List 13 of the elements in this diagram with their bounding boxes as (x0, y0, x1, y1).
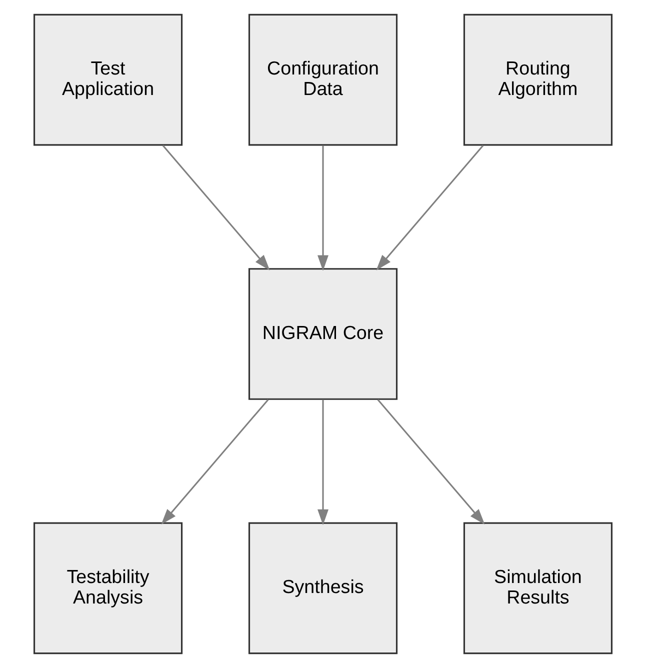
node-box: Configuration Data (248, 14, 398, 146)
node-box: Synthesis (248, 522, 398, 654)
arrow (376, 144, 484, 270)
node-box: Testability Analysis (34, 522, 183, 654)
node-box: Simulation Results (463, 522, 612, 654)
node-box: Routing Algorithm (463, 14, 612, 146)
node-box: NIGRAM Core (248, 268, 398, 400)
arrow (377, 399, 485, 525)
node-box: Test Application (34, 14, 183, 146)
arrow (162, 144, 270, 270)
arrow (161, 399, 269, 525)
arrow (318, 400, 328, 526)
arrow (318, 145, 328, 271)
